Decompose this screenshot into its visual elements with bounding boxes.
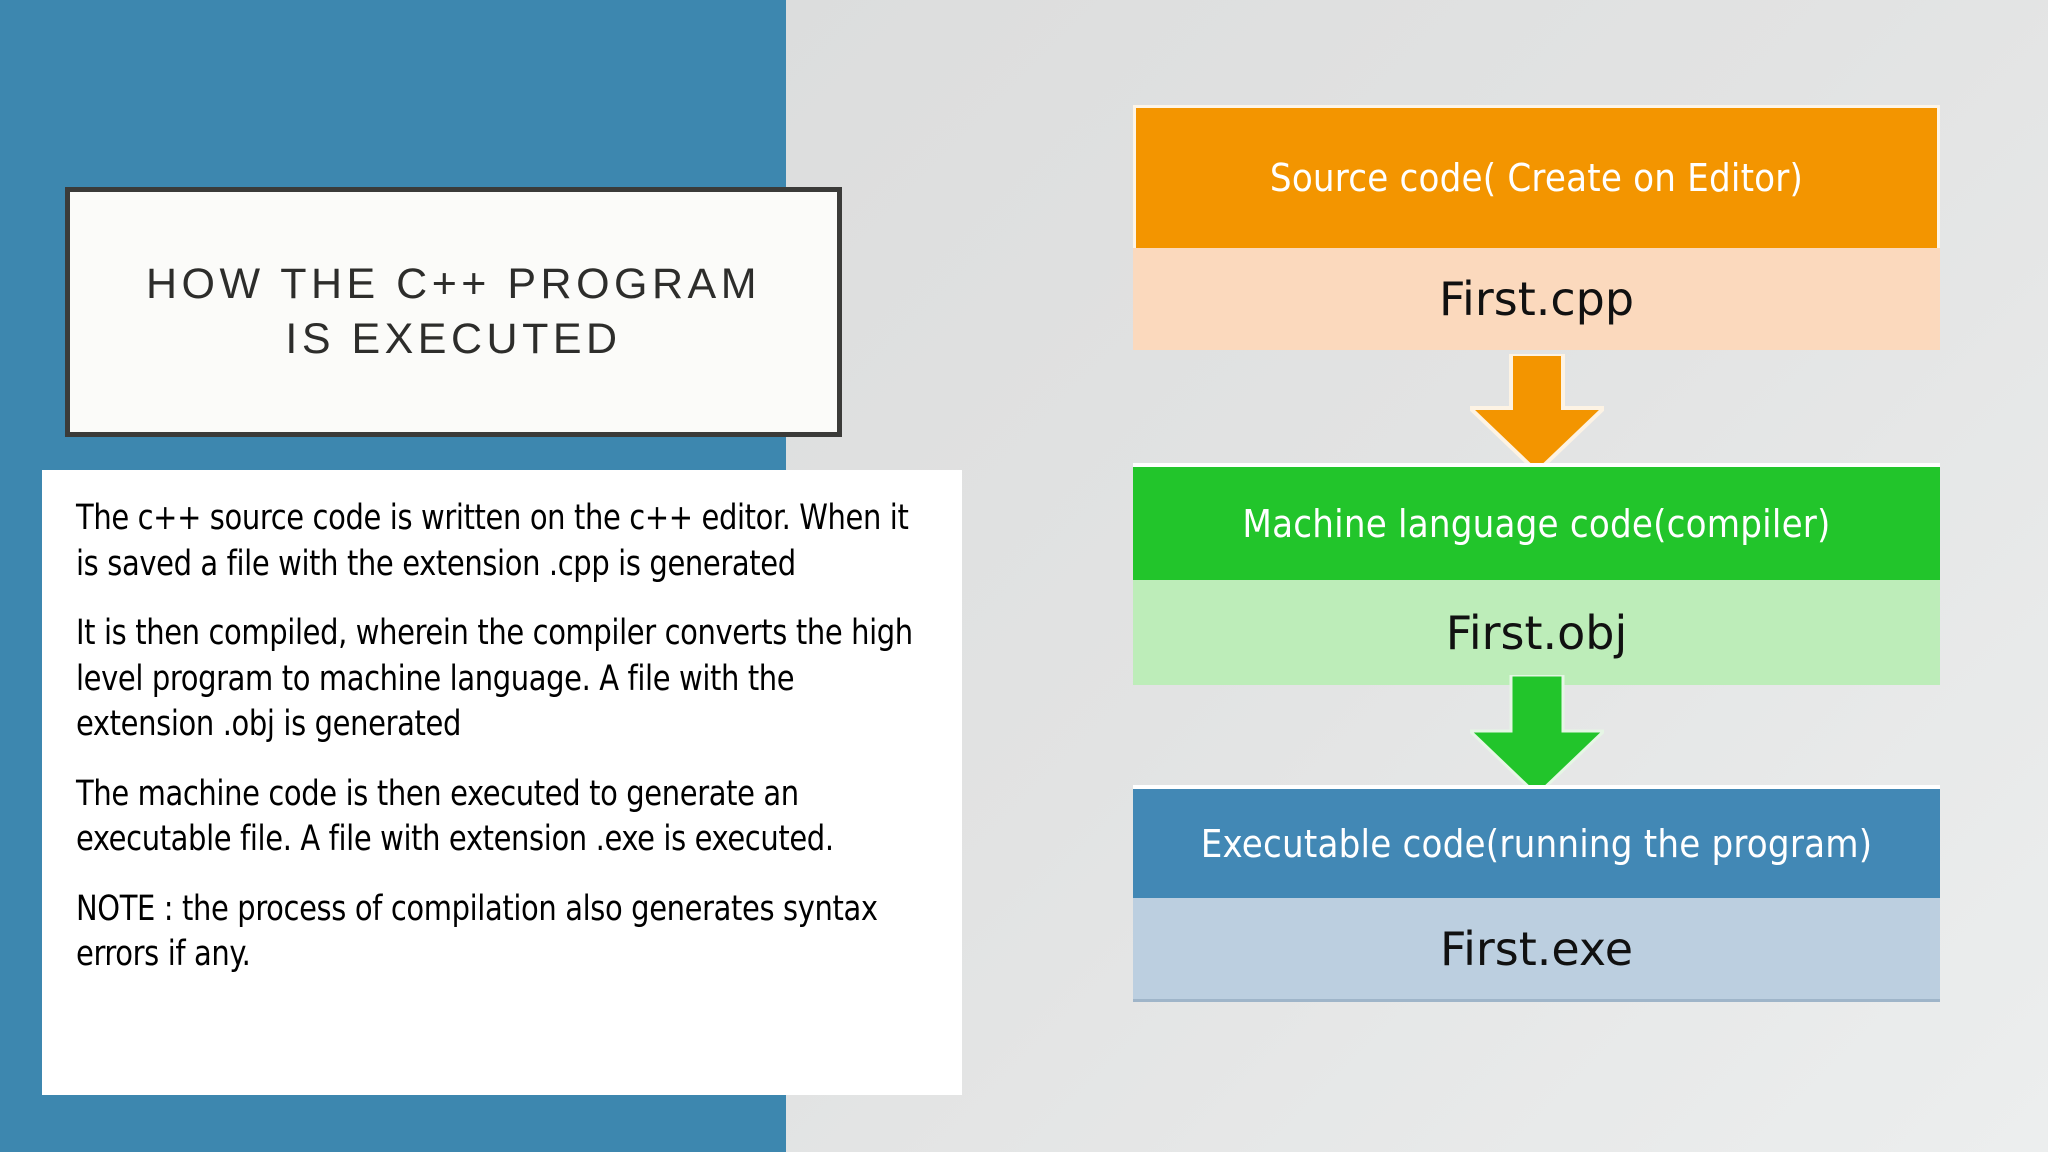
- page-title: HOW THE C++ PROGRAM IS EXECUTED: [145, 259, 762, 363]
- flow-node-source-code: Source code( Create on Editor) First.cpp: [1133, 105, 1940, 350]
- flow-node-machine-code-header: Machine language code(compiler): [1133, 463, 1940, 580]
- flow-node-executable-code: Executable code(running the program) Fir…: [1133, 785, 1940, 1002]
- title-box: HOW THE C++ PROGRAM IS EXECUTED: [65, 187, 842, 437]
- flow-node-executable-code-file: First.exe: [1133, 898, 1940, 1002]
- flow-node-source-code-file: First.cpp: [1133, 248, 1940, 350]
- flow-node-machine-code-file: First.obj: [1133, 580, 1940, 685]
- flow-node-executable-code-header: Executable code(running the program): [1133, 785, 1940, 898]
- flow-node-source-code-header: Source code( Create on Editor): [1133, 105, 1940, 248]
- arrow-source-to-machine-icon: [1133, 354, 1940, 472]
- body-paragraph-1: The c++ source code is written on the c+…: [76, 498, 909, 584]
- body-paragraph-3: The machine code is then executed to gen…: [76, 773, 834, 860]
- body-paragraph-2: It is then compiled, wherein the compile…: [76, 613, 913, 744]
- body-paragraph-4-note: NOTE : the process of compilation also g…: [76, 888, 878, 975]
- flow-node-machine-code: Machine language code(compiler) First.ob…: [1133, 463, 1940, 685]
- arrow-machine-to-exec-icon: [1133, 675, 1940, 795]
- body-text-box: The c++ source code is written on the c+…: [42, 470, 962, 1095]
